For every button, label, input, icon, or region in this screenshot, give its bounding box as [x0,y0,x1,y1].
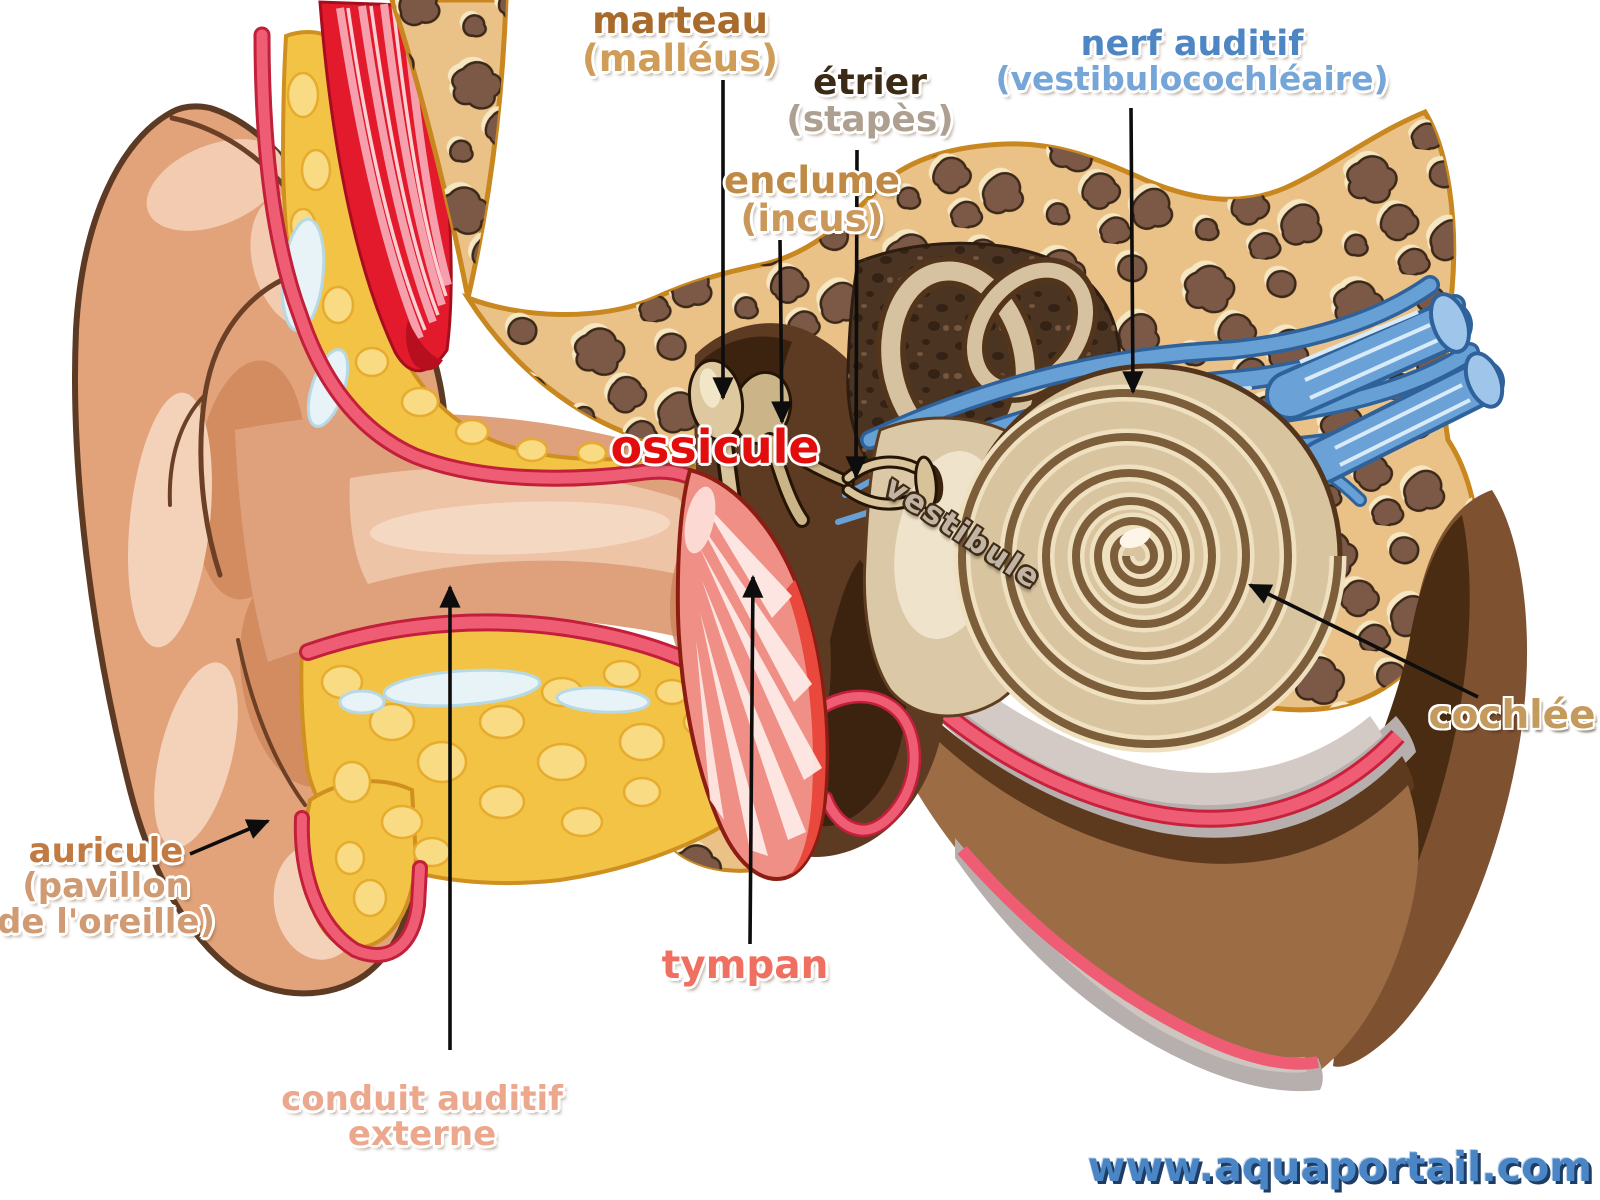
annotation-line-tympan [742,574,764,945]
stapes-bone [799,455,938,511]
annotation-line-enclume [771,239,793,425]
label-conduit-auditif: conduit auditif externe [281,1079,563,1155]
annotation-line-etrier [845,149,867,480]
annotation-line-nerf [1122,107,1144,395]
label-auricule-latin1: (pavillon [22,866,190,907]
label-auricule-latin2: de l'oreille) [0,901,216,942]
label-ossicule: ossicule [610,423,819,472]
label-tympan-name: tympan [661,943,829,988]
label-etrier-latin: (stapès) [786,99,954,141]
label-marteau-name: marteau [592,0,768,42]
watermark: www.aquaportail.com [1088,1146,1592,1189]
cochlea-spiral [953,363,1347,753]
label-conduit-line2: externe [347,1114,497,1155]
label-tympan: tympan [661,943,829,988]
label-ossicule-name: ossicule [610,420,820,474]
label-auricule: auricule (pavillon de l'oreille) [0,831,216,942]
label-auricule-name: auricule [28,831,184,871]
fatty-tissue-lower [299,621,787,951]
label-nerf-latin: (vestibulocochléaire) [995,59,1389,99]
label-nerf-name: nerf auditif [1080,24,1304,64]
annotation-line-cochlee [1248,583,1479,699]
label-enclume: enclume (incus) [723,159,901,241]
label-etrier: étrier (stapès) [786,64,953,139]
label-cochlee: cochlée [1428,693,1596,738]
label-cochlee-name: cochlée [1428,693,1596,738]
label-enclume-name: enclume [723,159,901,202]
label-nerf-auditif: nerf auditif (vestibulocochléaire) [995,26,1388,97]
label-conduit-line1: conduit auditif [281,1079,563,1119]
label-marteau-latin: (malléus) [581,37,779,81]
nerve-cut-ends [1265,292,1505,485]
label-etrier-name: étrier [813,62,927,103]
annotation-line-auricule [189,819,270,856]
watermark-text: www.aquaportail.com [1087,1143,1592,1191]
label-marteau: marteau (malléus) [581,0,779,81]
label-enclume-latin: (incus) [740,197,884,241]
